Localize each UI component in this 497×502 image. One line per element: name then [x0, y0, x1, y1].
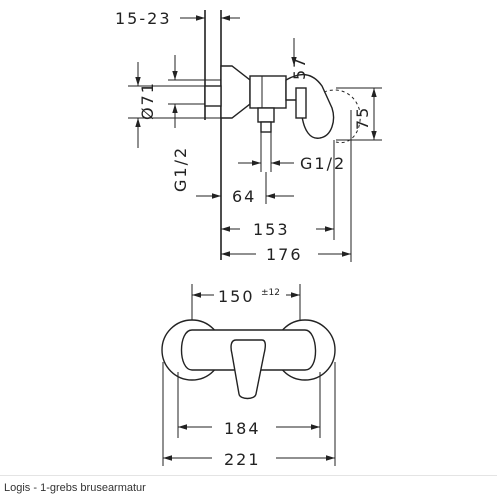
dim-57-label: 57: [290, 56, 309, 80]
valve-body: [249, 75, 287, 109]
pipe-stub: [204, 85, 222, 107]
dim-g12-left-label: G1/2: [171, 146, 190, 192]
dim-g12-right-label: G1/2: [300, 154, 346, 173]
outlet-nut: [260, 121, 272, 133]
dim-150-label: 150: [218, 287, 255, 306]
dim-150-tolerance: ±12: [261, 288, 280, 298]
wall-flange: [220, 65, 251, 119]
side-view: 15-23 Ø71 G1/2 57: [115, 9, 382, 264]
technical-drawing: 15-23 Ø71 G1/2 57: [0, 9, 497, 476]
dim-71-label: Ø71: [138, 81, 157, 120]
dim-153-label: 153: [253, 220, 290, 239]
handle-swing-outline: [323, 89, 361, 144]
cartridge-cap: [295, 87, 307, 119]
lever-handle: [285, 73, 335, 139]
outlet-connector: [257, 107, 275, 123]
dim-15-23-label: 15-23: [115, 9, 172, 28]
lever-front: [230, 339, 267, 400]
dim-176-label: 176: [266, 245, 303, 264]
front-view: 150 ±12 184 221: [161, 284, 336, 469]
figure-caption: Logis - 1-grebs brusearmatur: [4, 482, 146, 494]
dim-75-label: 75: [353, 106, 372, 130]
dim-64-label: 64: [232, 187, 256, 206]
dim-184-label: 184: [224, 419, 261, 438]
dim-221-label: 221: [224, 450, 261, 469]
